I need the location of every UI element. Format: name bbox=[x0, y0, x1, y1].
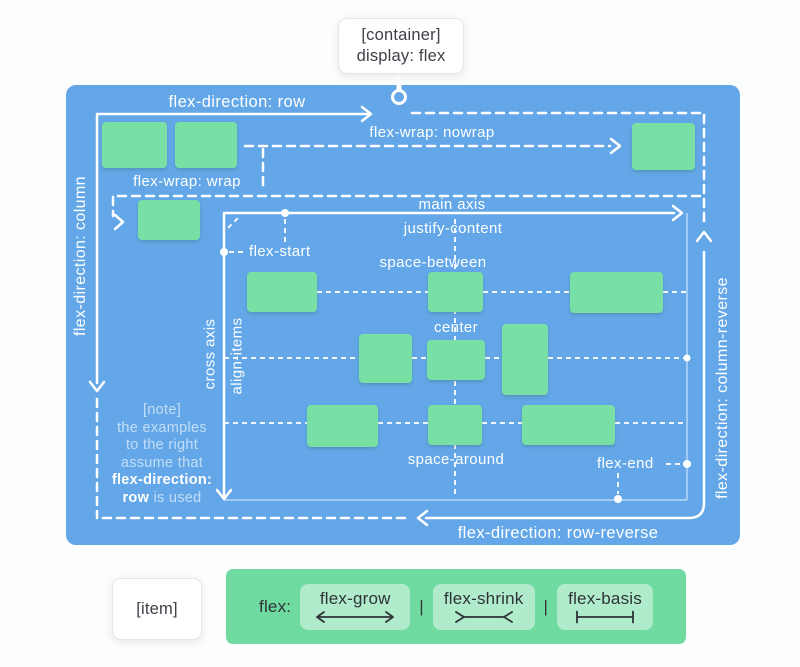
flex-wrap-nowrap-label: flex-wrap: nowrap bbox=[369, 124, 495, 141]
space-around-label: space-around bbox=[407, 451, 505, 468]
flex-direction-row-reverse-label: flex-direction: row-reverse bbox=[457, 524, 659, 542]
separator: | bbox=[419, 596, 424, 616]
container-tooltip-title: [container] bbox=[361, 26, 441, 44]
flex-prefix-label: flex: bbox=[259, 596, 292, 616]
flex-item-box-space-around bbox=[428, 405, 482, 445]
cross-axis-label: cross axis bbox=[201, 318, 219, 390]
container-tooltip-value: display: flex bbox=[356, 47, 446, 65]
flex-item-box-space-between bbox=[428, 272, 483, 312]
flex-start-label: flex-start bbox=[249, 243, 311, 260]
align-items-label: align-items bbox=[228, 317, 246, 395]
justify-content-label: justify-content bbox=[403, 220, 503, 237]
flex-direction-row-label: flex-direction: row bbox=[168, 93, 306, 111]
flex-item-box-nowrap bbox=[632, 123, 695, 170]
shrink-arrow-icon bbox=[454, 610, 513, 623]
flex-item-box-space-between bbox=[570, 272, 663, 313]
flex-wrap-wrap-label: flex-wrap: wrap bbox=[133, 173, 241, 190]
flex-item-box-space-between bbox=[247, 272, 317, 312]
flex-item-box-center bbox=[427, 340, 485, 380]
note-tag: [note] bbox=[142, 402, 182, 418]
flex-shrink-chip: flex-shrink bbox=[432, 583, 535, 630]
flex-direction-column-label: flex-direction: column bbox=[72, 176, 89, 336]
flex-grow-chip: flex-grow bbox=[300, 583, 411, 630]
item-tooltip: [item] bbox=[112, 578, 202, 640]
flex-item-box-wrapped bbox=[138, 200, 200, 240]
main-axis-label: main axis bbox=[418, 196, 486, 213]
item-property-bar: flex: flex-grow | flex-shrink | flex-bas… bbox=[226, 569, 686, 644]
flex-item-box-center bbox=[359, 334, 412, 383]
flex-item-box bbox=[102, 122, 167, 168]
separator: | bbox=[543, 596, 549, 616]
flex-direction-column-reverse-label: flex-direction: column-reverse bbox=[714, 277, 731, 499]
flex-end-label: flex-end bbox=[597, 455, 654, 472]
basis-arrow-icon bbox=[576, 610, 634, 623]
flex-item-box-space-around bbox=[307, 405, 378, 447]
flex-item-box bbox=[175, 122, 237, 168]
flex-item-box-space-around bbox=[522, 405, 615, 445]
center-label: center bbox=[433, 319, 479, 336]
item-tooltip-title: [item] bbox=[136, 599, 178, 618]
container-tooltip: [container] display: flex bbox=[338, 18, 464, 74]
flex-item-box-center bbox=[502, 324, 548, 395]
grow-arrow-icon bbox=[316, 610, 395, 623]
flex-basis-chip: flex-basis bbox=[557, 583, 653, 630]
space-between-label: space-between bbox=[379, 254, 487, 271]
note-block: [note] the examples to the right assume … bbox=[111, 402, 213, 506]
